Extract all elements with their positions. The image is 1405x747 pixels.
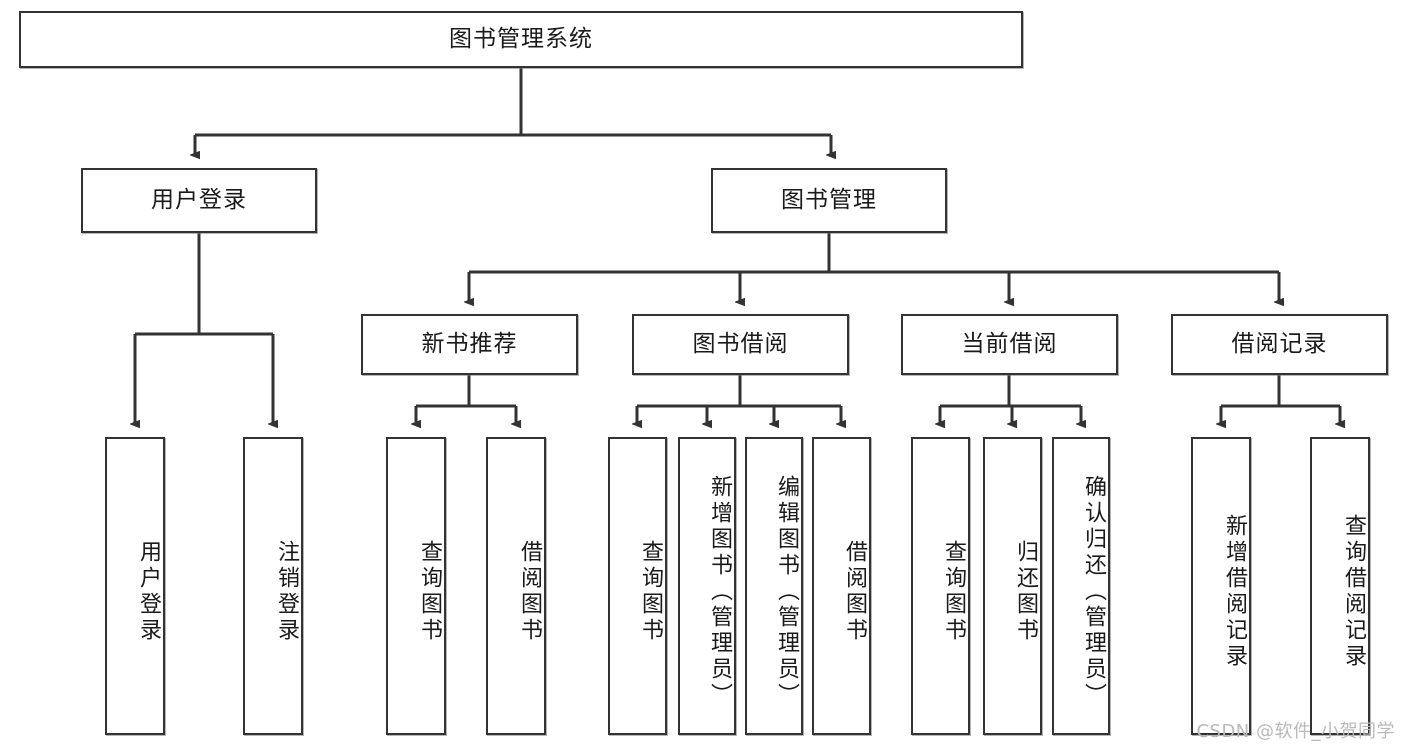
node-leaf-login-label: 用户登录 (136, 540, 161, 644)
node-leaf-add-borrow-record-label: 新增借阅记录 (1222, 514, 1247, 670)
node-borrow-record[interactable]: 借阅记录 (1171, 314, 1388, 375)
node-leaf-query-book-borrow-label: 查询图书 (638, 540, 663, 644)
node-leaf-add-book-admin-label: 新增图书（管理员） (707, 475, 732, 709)
node-leaf-add-borrow-record[interactable]: 新增借阅记录 (1191, 437, 1251, 735)
node-leaf-borrow-book-new[interactable]: 借阅图书 (486, 437, 546, 735)
node-leaf-borrow-book-new-label: 借阅图书 (517, 540, 542, 644)
node-user-login[interactable]: 用户登录 (81, 168, 317, 233)
node-leaf-query-book-borrow[interactable]: 查询图书 (608, 437, 667, 735)
watermark-text: CSDN @软件_小贺同学 (1196, 721, 1395, 742)
node-user-login-label: 用户登录 (151, 186, 247, 213)
node-leaf-query-book-current[interactable]: 查询图书 (911, 437, 970, 735)
node-leaf-borrow-book[interactable]: 借阅图书 (812, 437, 871, 735)
node-leaf-return-book[interactable]: 归还图书 (983, 437, 1042, 735)
node-borrow-record-label: 借阅记录 (1231, 330, 1328, 357)
node-book-management[interactable]: 图书管理 (711, 168, 947, 233)
node-leaf-query-borrow-record[interactable]: 查询借阅记录 (1310, 437, 1370, 735)
node-leaf-logout[interactable]: 注销登录 (243, 437, 303, 735)
node-root[interactable]: 图书管理系统 (19, 11, 1023, 68)
node-leaf-edit-book-admin[interactable]: 编辑图书（管理员） (745, 437, 803, 735)
node-leaf-query-book-new-label: 查询图书 (417, 540, 442, 644)
node-leaf-edit-book-admin-label: 编辑图书（管理员） (774, 475, 799, 709)
node-book-borrow-label: 图书借阅 (692, 330, 789, 357)
node-new-book-recommend-label: 新书推荐 (421, 330, 518, 357)
node-leaf-query-book-new[interactable]: 查询图书 (386, 437, 446, 735)
node-new-book-recommend[interactable]: 新书推荐 (361, 314, 578, 375)
node-leaf-borrow-book-label: 借阅图书 (842, 540, 867, 644)
node-root-label: 图书管理系统 (449, 25, 593, 52)
node-leaf-login[interactable]: 用户登录 (105, 437, 165, 735)
node-leaf-query-book-current-label: 查询图书 (941, 540, 966, 644)
node-leaf-query-borrow-record-label: 查询借阅记录 (1341, 514, 1366, 670)
node-current-borrow-label: 当前借阅 (961, 330, 1058, 357)
node-leaf-confirm-return-admin[interactable]: 确认归还（管理员） (1052, 437, 1110, 735)
node-leaf-return-book-label: 归还图书 (1013, 540, 1038, 644)
node-leaf-confirm-return-admin-label: 确认归还（管理员） (1081, 475, 1106, 709)
node-book-borrow[interactable]: 图书借阅 (632, 314, 849, 375)
node-leaf-add-book-admin[interactable]: 新增图书（管理员） (678, 437, 736, 735)
node-book-management-label: 图书管理 (781, 186, 877, 213)
node-current-borrow[interactable]: 当前借阅 (901, 314, 1118, 375)
node-leaf-logout-label: 注销登录 (274, 540, 299, 644)
